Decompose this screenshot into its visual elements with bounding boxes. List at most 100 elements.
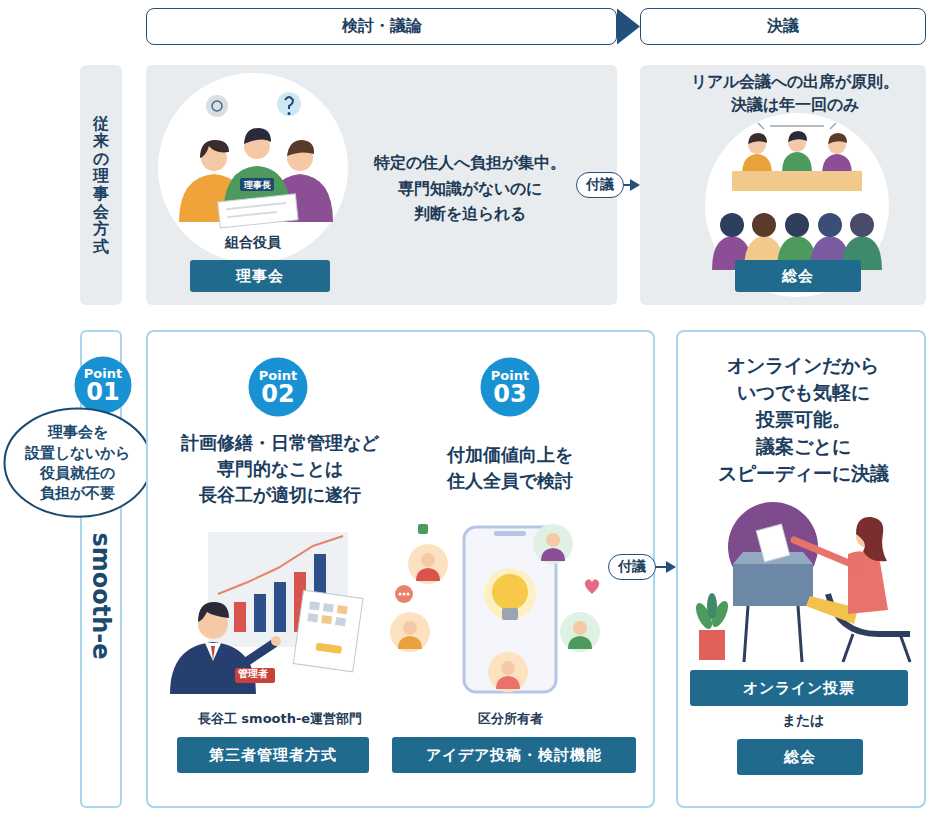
illustration-circle: 組合役員 [157,72,349,264]
text-holder: 02 [261,382,294,406]
plant [693,593,732,660]
text-holder: 03 [493,382,526,406]
document-sheet [321,615,332,624]
label-holder: 管理者 [238,667,268,681]
board-illustration [158,73,348,263]
text-holder: 長谷工 smooth-e運営部門 [198,710,362,728]
text-holder: 総会 [782,267,814,286]
voter-figure [794,540,856,566]
chart [254,594,266,632]
document-sheet [227,212,277,217]
person-figure [200,140,229,158]
panel: 計画修繕・日常管理など 専門的なことは 長谷工が適切に遂行長谷工 smooth-… [146,330,655,808]
ballot-box [733,564,813,606]
node-text: Point [259,369,297,382]
banner [758,123,764,129]
text-holder: 従来の理事会方式 [93,115,109,256]
member-figure [390,524,600,692]
arrowhead [666,561,676,573]
text-holder: 総会 [784,748,816,767]
node-text: 区分所有者 [478,710,543,728]
person-figure [782,152,812,173]
member-figure [568,636,592,649]
person-figure [742,131,852,175]
thought-icon [277,92,301,116]
node-text: 決議 [767,16,799,37]
text-holder: オンラインだから いつでも気軽に 投票可能。 議案ごとに スピーディーに決議 [716,352,891,487]
banner [830,123,836,129]
label-holder: 理事長 [244,178,271,191]
plant [707,593,717,619]
label-box: 理事会 [190,260,330,292]
connector-line [655,566,666,568]
label-holder: 付議 [608,554,656,580]
document-sheet [335,617,346,626]
point-badge: Point01 [73,355,133,415]
member-figure [501,661,515,675]
edge-label: 付議 [576,172,624,198]
member-figure [496,676,520,689]
member-figure [403,621,417,635]
document-sheet [337,605,348,614]
document-sheet [218,194,298,228]
member-figure [546,533,560,547]
document-sheet [315,642,342,654]
label-box: 総会 [737,739,863,775]
label-box: アイデア投稿・検討機能 [392,737,636,773]
manager-figure [205,643,221,661]
reaction-icon [585,579,600,594]
member-figure [416,568,440,581]
person-figure [244,128,271,144]
phase-header: 検討・議論 [146,8,617,45]
text-holder: Point [491,369,529,382]
phase-header: 決議 [640,8,926,45]
node-text: 総会 [782,267,814,286]
text-holder: または [782,712,824,730]
node-text: 理事会 [236,267,284,286]
connector [655,561,676,573]
node-text: または [782,712,824,730]
text-holder: アイデア投稿・検討機能 [426,746,602,765]
edge-label: 付議 [608,554,656,580]
voter-figure [843,634,853,662]
node-text: 従来の理事会方式 [93,115,109,256]
callout-bubble: 理事会を 設置しないから 役員就任の 負担が不要 [3,407,153,518]
label-box: 総会 [735,260,861,292]
audience [785,213,809,237]
node-text: 特定の住人へ負担が集中。 専門知識がないのに 判断を迫られる [372,150,568,227]
member-figure [488,652,528,692]
reaction-icon [395,585,413,603]
text-holder: 理事会を 設置しないから 役員就任の 負担が不要 [23,422,132,503]
member-figure [573,621,587,635]
text-holder: 組合役員 [225,234,281,252]
node-text: 付加価値向上を 住人全員で検討 [445,442,575,494]
person-figure [828,133,847,144]
member-figure [408,544,448,584]
member-figure [421,553,435,567]
manager-figure [211,646,215,660]
member-figure [533,524,573,564]
badge-circle [481,358,540,417]
text-holder: 区分所有者 [478,710,543,728]
voter-figure [856,517,887,561]
manager-figure [243,644,273,664]
panel: オンラインだから いつでも気軽に 投票可能。 議案ごとに スピーディーに決議また… [676,330,926,808]
banner [770,125,824,127]
document-sheet [307,613,318,622]
document-sheet [293,590,363,672]
person-figure [788,131,807,142]
node-text: 総会 [784,748,816,767]
document-sheet [218,194,298,228]
reaction-icon [395,524,599,603]
text-holder: 01 [86,380,119,404]
node-text: 理事会を 設置しないから 役員就任の 負担が不要 [23,422,132,503]
chart [234,602,246,632]
text-holder: 決議 [767,16,799,37]
label-box: オンライン投票 [690,670,908,706]
text-holder: リアル会議への出席が原則。 決議は年一回のみ [689,70,901,116]
arrowhead [617,9,640,45]
chart [218,536,343,594]
node-text: Point [84,367,122,380]
node-text: 組合役員 [225,234,281,252]
phone [494,531,526,536]
